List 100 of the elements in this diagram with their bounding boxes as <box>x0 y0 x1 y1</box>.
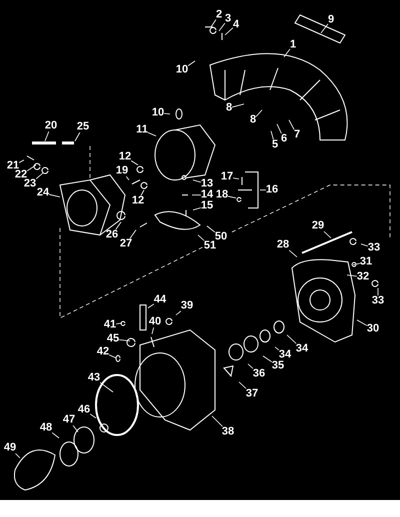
leader-line <box>26 164 36 172</box>
callout-number: 24 <box>36 188 50 198</box>
leader-line <box>286 334 296 344</box>
leader-line <box>115 222 122 230</box>
leader-line <box>238 382 246 389</box>
callout-number: 45 <box>106 334 120 344</box>
callout-number: 40 <box>148 316 162 328</box>
callout-number: 9 <box>328 14 334 26</box>
leader-line <box>356 320 368 326</box>
callout-number: 20 <box>44 120 58 132</box>
leader-line <box>152 327 154 334</box>
callout-number: 15 <box>200 200 214 212</box>
callout-number: 51 <box>204 240 216 252</box>
leader-line <box>210 19 216 28</box>
callout-number: 37 <box>246 388 258 400</box>
callout-number: 39 <box>180 300 194 312</box>
leader-line <box>116 322 122 324</box>
leader-line <box>232 178 240 180</box>
callout-number: 28 <box>276 240 290 250</box>
leader-line <box>118 339 130 342</box>
callout-number: 5 <box>272 140 278 150</box>
leader-line <box>232 104 244 108</box>
leader-line <box>148 304 154 308</box>
leader-line <box>48 194 60 198</box>
leader-line <box>324 231 332 238</box>
leader-line <box>346 274 358 277</box>
callout-number: 36 <box>252 368 266 380</box>
callout-number: 2 <box>216 10 222 20</box>
leader-line <box>90 414 96 418</box>
leader-line <box>74 132 80 142</box>
callout-number: 14 <box>200 190 214 200</box>
leader-line <box>192 194 202 196</box>
callout-number: 26 <box>106 230 118 240</box>
leader-line <box>126 176 130 180</box>
leader-line <box>224 27 234 36</box>
callout-number: 43 <box>88 372 100 384</box>
leader-line <box>147 132 156 136</box>
leader-line <box>248 364 254 369</box>
callout-number: 38 <box>222 426 234 438</box>
callout-number: 29 <box>312 220 324 232</box>
leader-line <box>212 416 223 427</box>
callout-number: 3 <box>224 14 232 24</box>
callout-number: 27 <box>120 238 132 250</box>
leader-line <box>36 172 44 180</box>
leader-line <box>140 190 144 196</box>
leader-line <box>44 131 50 142</box>
callout-number: 1 <box>290 40 296 50</box>
leader-line <box>284 48 290 58</box>
callout-number: 25 <box>76 122 90 132</box>
callout-number: 8 <box>250 114 256 126</box>
callout-number: 10 <box>176 64 188 76</box>
callout-number: 17 <box>220 172 234 182</box>
callout-number: 35 <box>272 360 284 372</box>
callout-number: 50 <box>214 232 228 242</box>
leader-line <box>18 160 24 164</box>
callout-number: 46 <box>78 404 90 416</box>
leader-line <box>218 22 226 32</box>
callout-number: 30 <box>366 324 380 334</box>
leader-line <box>352 263 360 266</box>
leader-line <box>176 310 182 316</box>
callout-number: 47 <box>62 414 76 426</box>
leader-line <box>108 354 116 358</box>
leader-line <box>188 60 196 66</box>
callout-number: 4 <box>232 20 240 30</box>
leader-line <box>270 130 274 140</box>
callout-number: 8 <box>226 102 232 114</box>
callout-number: 31 <box>360 256 372 268</box>
leader-line <box>192 180 202 183</box>
callout-number: 42 <box>96 346 110 358</box>
callout-number: 33 <box>372 296 384 306</box>
callout-number: 19 <box>116 166 128 176</box>
callout-number: 48 <box>40 422 52 434</box>
callout-number: 18 <box>216 190 228 200</box>
leader-line <box>288 250 298 258</box>
callout-number: 7 <box>294 130 300 140</box>
leader-line <box>276 124 282 134</box>
leader-line <box>360 244 368 247</box>
leader-line <box>100 382 114 392</box>
leader-line <box>262 356 272 362</box>
callout-number: 12 <box>132 196 144 206</box>
callout-number: 32 <box>356 272 370 282</box>
leader-line <box>228 196 236 198</box>
leader-line <box>130 230 136 239</box>
callout-number: 34 <box>296 344 308 354</box>
callout-number: 10 <box>152 108 164 118</box>
leader-line <box>198 234 204 241</box>
leader-line <box>52 432 60 438</box>
leader-line <box>130 160 138 166</box>
callout-number: 34 <box>278 350 292 360</box>
callout-number: 13 <box>200 178 214 190</box>
leader-line <box>288 120 294 130</box>
leader-line <box>164 113 170 114</box>
callout-number: 16 <box>266 184 278 196</box>
callout-number: 44 <box>154 294 166 306</box>
callout-number: 49 <box>4 442 16 454</box>
leader-line <box>72 425 78 432</box>
callout-number: 11 <box>136 124 148 136</box>
leader-line <box>192 207 202 210</box>
callout-number: 12 <box>118 152 132 162</box>
leader-line <box>320 24 328 34</box>
